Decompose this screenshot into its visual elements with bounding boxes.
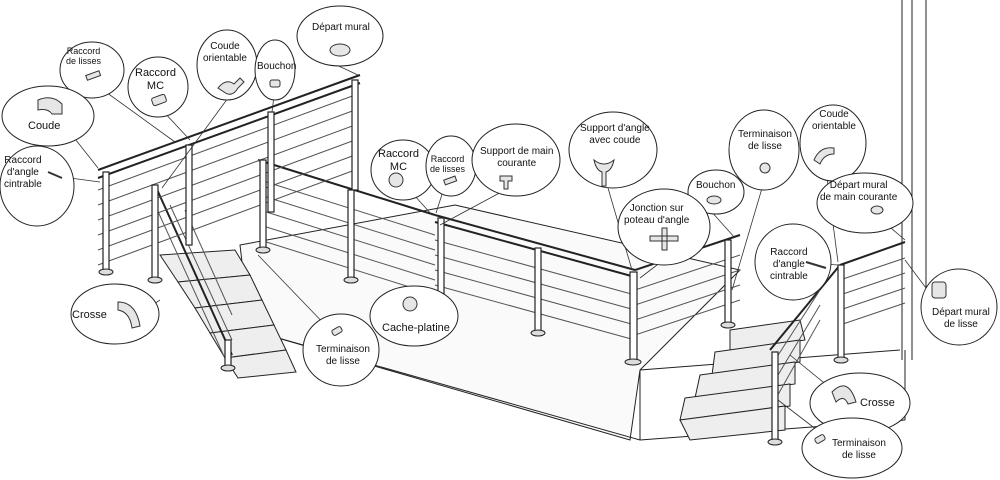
callout-bubble-terminaison-lisse-1 [728, 109, 800, 191]
raccord-mc-2-icon [388, 172, 404, 188]
callout-bubble-support-main-courante [471, 123, 561, 197]
raccord-de-lisses-2-icon [443, 175, 458, 186]
label-coude: Coude [28, 120, 61, 132]
callout-bubble-raccord-angle-cintrable-1 [0, 145, 75, 227]
depart-mural-main-courante-icon [870, 205, 884, 215]
terminaison-lisse-3-icon [814, 434, 826, 444]
support-angle-coude-icon [593, 158, 615, 187]
callout-bubble-crosse-1 [70, 283, 160, 345]
label-bouchon-2: Bouchon [696, 180, 736, 191]
callout-bubble-cache-platine [369, 285, 459, 347]
support-main-courante-icon [499, 175, 513, 190]
coude-icon [37, 97, 63, 115]
callout-bubble-raccord-angle-cintrable-2 [754, 223, 832, 301]
label-depart-mural: Départ mural [312, 22, 370, 33]
depart-mural-lisse-icon [931, 281, 947, 299]
label-crosse-2: Crosse [860, 397, 895, 409]
callout-bubble-terminaison-lisse-3 [801, 417, 903, 479]
callout-bubble-depart-mural [296, 5, 384, 67]
callout-bubble-coude [1, 85, 95, 147]
part-icons [37, 43, 947, 444]
callout-bubble-jonction-poteau-angle [617, 188, 711, 266]
callout-bubble-terminaison-lisse-2 [302, 313, 380, 387]
cable-rails [97, 94, 906, 401]
crosse-icon [117, 301, 141, 329]
raccord-de-lisses-icon [85, 70, 102, 81]
coude-orientable-2-icon [813, 147, 835, 165]
callout-bubbles [0, 5, 998, 479]
raccord-angle-cintrable-icon [47, 171, 63, 179]
raccord-mc-icon [151, 93, 167, 107]
callout-bubble-depart-mural-main-courante [816, 172, 914, 234]
wall [901, 0, 927, 360]
label-crosse-1: Crosse [72, 309, 107, 321]
callout-bubble-support-angle-coude [568, 111, 658, 189]
label-bouchon-1: Bouchon [257, 61, 297, 72]
coude-orientable-icon [217, 77, 245, 95]
posts [102, 79, 845, 443]
crosse-2-icon [831, 385, 857, 405]
bouchon-2-icon [706, 195, 722, 205]
bouchon-icon [269, 79, 281, 88]
callout-bubble-raccord-mc-1 [127, 56, 189, 118]
callout-bubble-bouchon-1 [254, 39, 296, 101]
right-staircase [679, 319, 806, 441]
depart-mural-icon [329, 43, 351, 57]
terminaison-lisse-icon [759, 162, 771, 174]
terminaison-lisse-2-icon [331, 326, 343, 336]
raccord-angle-cintrable-2-icon [805, 261, 827, 269]
callout-bubble-bouchon-2 [687, 169, 745, 215]
callout-bubble-raccord-de-lisses-1 [59, 41, 125, 99]
label-cache-platine: Cache-platine [382, 322, 450, 334]
cache-platine-icon [402, 296, 418, 312]
jonction-poteau-angle-icon [649, 227, 679, 251]
